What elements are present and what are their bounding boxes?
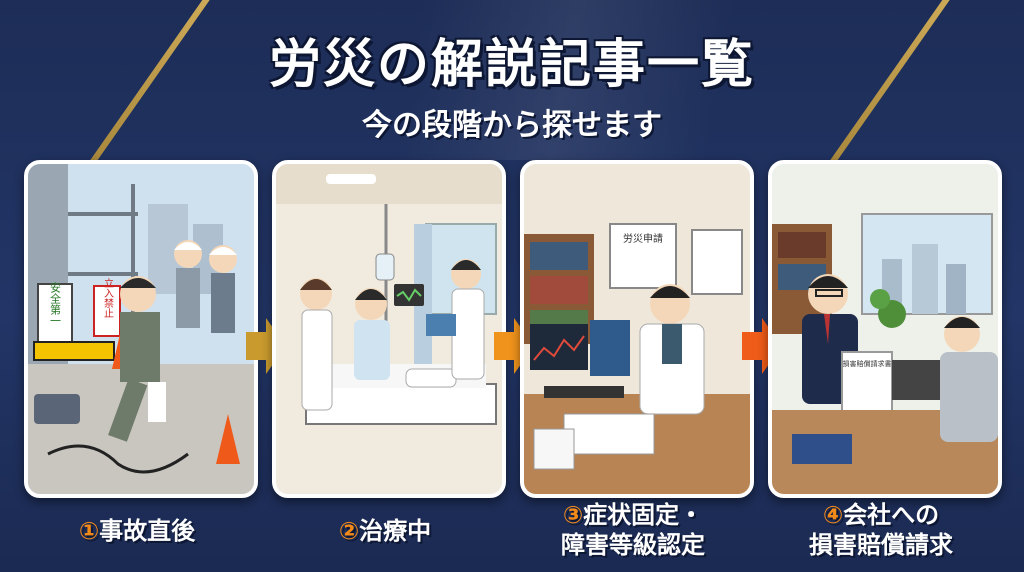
step-label-3[interactable]: ③症状固定・ 障害等級認定 (513, 500, 753, 560)
hospital-scene-illustration (276, 164, 502, 494)
step-label-4[interactable]: ④会社への 損害賠償請求 (761, 500, 1001, 560)
accident-scene-illustration: 安全第一 立入禁止 (28, 164, 254, 494)
step-number-2: ② (338, 517, 360, 545)
step-text-3: 症状固定・ (583, 501, 704, 529)
step-card-damage-claim[interactable]: 損害賠償請求書 (768, 160, 1002, 498)
step-text-3-line2: 障害等級認定 (561, 531, 705, 559)
page-title: 労災の解説記事一覧 (268, 35, 755, 95)
step-label-1[interactable]: ①事故直後 (17, 516, 257, 546)
header-sheen (0, 0, 1024, 160)
step-text-2: 治療中 (359, 517, 432, 545)
step-text-4-line2: 損害賠償請求 (809, 531, 953, 559)
page-subtitle: 今の段階から探せます (362, 108, 662, 143)
poster-text: 労災申請 (623, 232, 663, 245)
step-card-accident[interactable]: 安全第一 立入禁止 (24, 160, 258, 498)
claim-document-text: 損害賠償請求書 (843, 359, 892, 368)
step-number-3: ③ (562, 501, 584, 529)
office-doctor-scene-illustration: 労災申請 (524, 164, 750, 494)
step-text-1: 事故直後 (99, 517, 196, 545)
lawyer-meeting-scene-illustration: 損害賠償請求書 (772, 164, 998, 494)
safety-sign-text: 安全第一 (49, 281, 62, 326)
step-label-2[interactable]: ②治療中 (265, 516, 505, 546)
no-entry-sign-text: 立入禁止 (102, 277, 114, 318)
step-card-disability-certification[interactable]: 労災申請 (520, 160, 754, 498)
step-number-1: ① (78, 517, 100, 545)
step-text-4: 会社への (843, 501, 940, 529)
step-number-4: ④ (822, 501, 844, 529)
step-card-treatment[interactable] (272, 160, 506, 498)
